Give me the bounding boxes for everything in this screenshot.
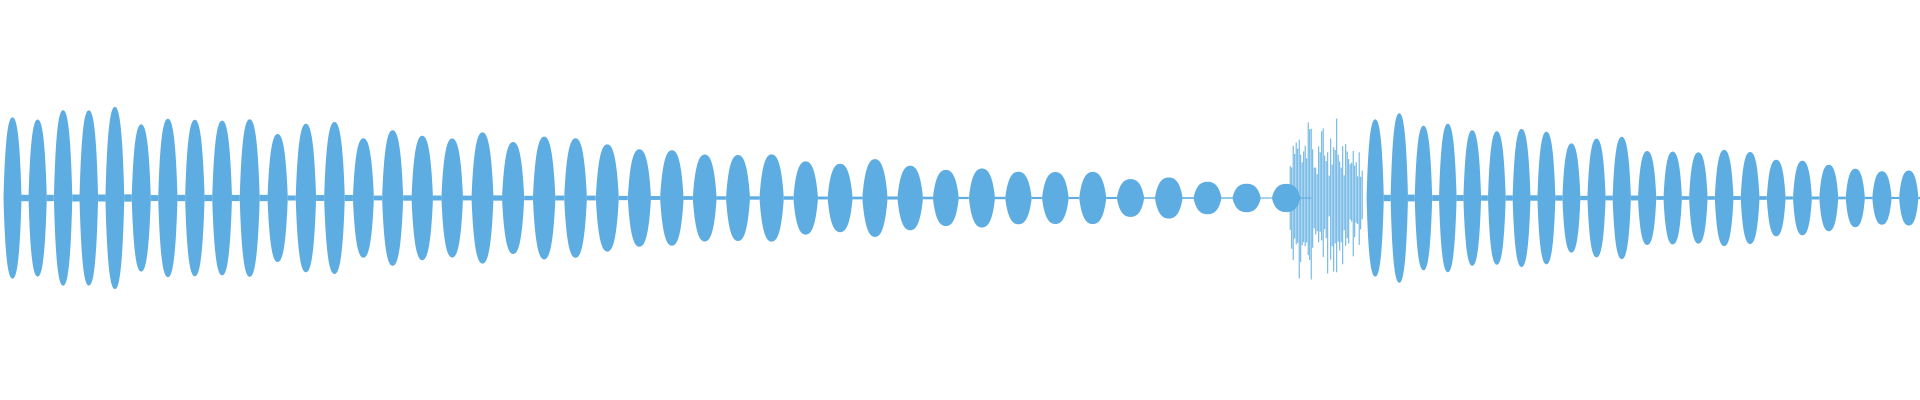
waveform-pulse [897,165,923,231]
waveform-pulse [1663,151,1682,245]
waveform-pulse [1537,131,1556,265]
waveform-pulse [79,110,99,286]
waveform-pulse [158,118,178,278]
waveform-pulse [932,169,959,227]
waveform-pulse [1154,177,1183,219]
waveform-pulse [1232,183,1261,213]
waveform-pulse [352,138,374,258]
waveform-pulse [968,168,995,228]
waveform-pulse [28,119,47,277]
waveform-pulse [1845,168,1865,228]
waveform-pulse [1714,149,1734,247]
waveform-pulse [692,154,717,242]
waveform-pulse [1740,152,1760,244]
waveform-pulse [441,138,463,258]
waveform-pulse [53,110,73,286]
waveform-pulse [1872,171,1892,225]
waveform-pulse [564,138,587,258]
waveform-pulse [1390,113,1408,283]
waveform-pulse [759,154,784,242]
waveform-pulse [131,124,151,272]
noisy-burst [1289,118,1363,280]
waveform-pulse [1819,164,1839,232]
waveform-pulse [726,155,750,241]
waveform-pulse [627,149,651,247]
waveform-pulse [105,106,125,290]
waveform-pulse [471,132,494,264]
waveform-pulse [827,163,853,233]
waveform-pulse [660,150,684,246]
waveform-pulse [1612,136,1631,260]
waveform-pulse [1638,151,1657,245]
waveform-pulse [239,119,260,277]
low-level-noise [1280,196,1291,200]
waveform-pulse [1005,171,1032,225]
waveform-pulse [862,159,888,237]
waveform-pulse [1414,125,1433,271]
waveform-pulse [793,161,818,235]
waveform-pulse [411,135,433,261]
waveform-pulse [295,123,317,273]
waveform-pulse [212,120,232,276]
waveform-pulse [1512,129,1531,267]
waveform-pulse [382,130,404,266]
waveform-pulse [1899,170,1919,226]
waveform-pulse [1193,181,1222,215]
waveform-pulse [324,122,345,274]
waveform-pulse [1366,119,1384,277]
waveform-pulse [1488,131,1506,265]
waveform-pulse [1463,130,1482,266]
pulsed-tone-recovered [1366,113,1920,283]
waveform-pulse [1562,143,1581,253]
waveform-pulse [185,119,205,277]
waveform-pulse [1042,172,1069,224]
waveform-pulse [532,136,556,260]
waveform-pulse [595,144,619,252]
waveform-pulse [1689,152,1708,244]
waveform-noise [1280,196,1291,200]
waveform-pulse [1793,160,1812,236]
waveform-pulse [502,142,525,254]
waveform-pulse [1439,123,1457,273]
waveform-pulse [267,134,288,262]
waveform-pulse [3,117,22,279]
pulsed-tone-fading [3,106,1312,290]
waveform-pulse [1766,159,1786,237]
waveform-pulse [1116,179,1145,217]
waveform-pulse [1587,138,1606,258]
waveform-pulse [1079,171,1107,225]
